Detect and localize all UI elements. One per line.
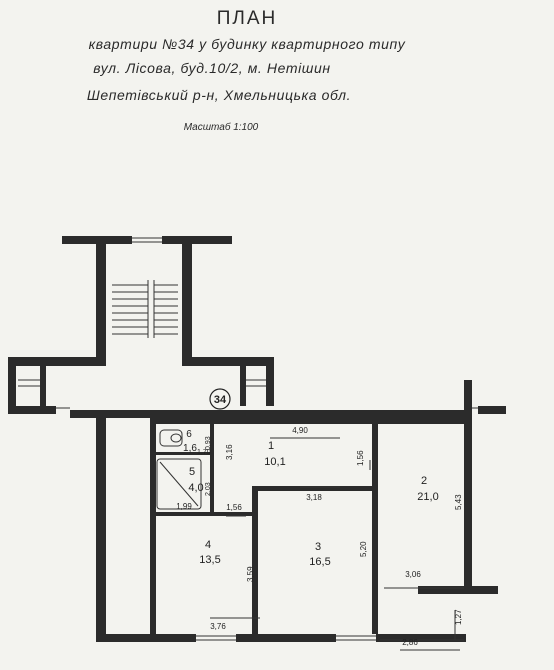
dim-5-43: 5,43 [454,494,463,510]
dim-2-86: 2,86 [402,638,418,647]
room-6-number: 6 [186,429,192,440]
room-labels: 1 10,1 2 21,0 3 16,5 4 13,5 5 4,0 6 1,6 [183,429,439,568]
dim-1-99: 1,99 [176,502,192,511]
apartment-number-circle [209,388,231,410]
stairwell [8,236,274,406]
dim-3-76: 3,76 [210,622,226,631]
dim-0-93: 0,93 [205,436,212,450]
dim-4-90: 4,90 [292,426,308,435]
dimension-labels: 4,90 1,56 3,16 0,93 1,70 3,18 2,03 1,99 … [176,426,463,647]
corridor-walls [8,380,506,594]
room-3-number: 3 [315,541,321,553]
dim-2-03: 2,03 [205,482,212,496]
apartment-walls [96,417,470,642]
room-2-area: 21,0 [417,491,438,503]
dim-1-56: 1,56 [356,450,365,466]
bathroom-fixtures [156,429,202,510]
dim-3-16: 3,16 [225,444,234,460]
room-4-number: 4 [205,539,211,551]
dimension-lines [210,437,460,651]
room-4-area: 13,5 [199,554,220,566]
room-5-area: 4,0 [188,482,203,494]
room-5-number: 5 [189,466,195,478]
plan-title: ПЛАН [216,8,278,29]
room-2-number: 2 [421,475,427,487]
room-6-area: 1,6 [183,443,197,454]
dim-1-56-b: 1,56 [226,503,242,512]
address-region: Шепетівський р-н, Хмельницька обл. [86,87,352,103]
dim-1-27: 1,27 [454,609,463,625]
address-street: вул. Лісова, буд.10/2, м. Нетішин [93,60,331,76]
room-3-area: 16,5 [309,556,330,568]
dim-1-70: 1,70 [197,449,211,456]
dim-3-06: 3,06 [405,570,421,579]
dim-3-18: 3,18 [306,493,322,502]
room-1-area: 10,1 [264,456,285,468]
apartment-number: 34 [214,394,227,406]
dim-5-20: 5,20 [359,541,368,557]
scale-label: Масштаб 1:100 [183,122,259,133]
dim-3-59: 3,59 [246,566,255,582]
apartment-description: квартири №34 у будинку квартирного типу [88,36,406,52]
room-1-number: 1 [268,440,274,452]
